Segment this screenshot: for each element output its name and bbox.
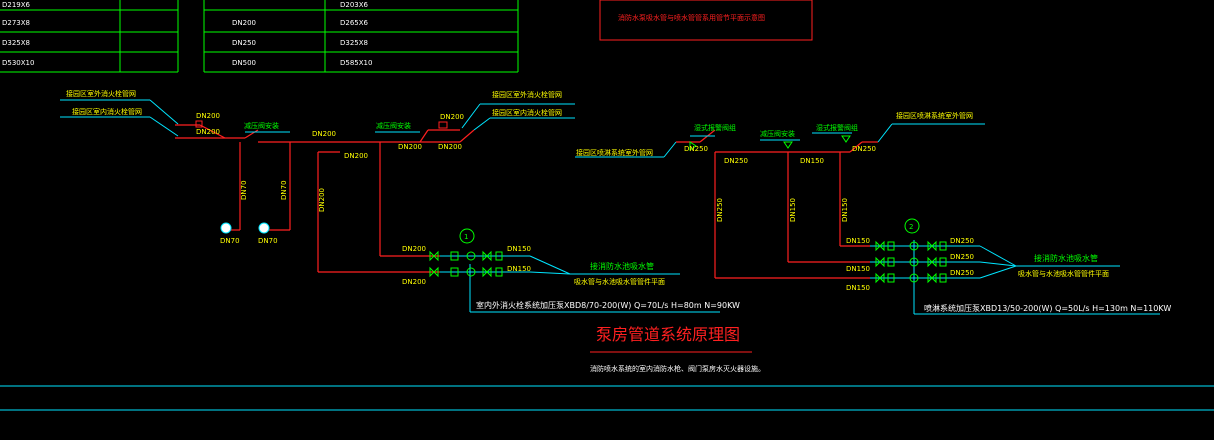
dn-label: DN200 — [438, 143, 462, 151]
table-cell: DN200 — [232, 19, 256, 27]
suction-label: 吸水管与水池吸水管管件平面 — [574, 277, 665, 286]
table-cell: D585X10 — [340, 59, 372, 67]
suction-label: 接消防水池吸水管 — [590, 261, 654, 271]
pump-1-number: 1 — [464, 233, 468, 241]
dn-label: DN200 — [196, 128, 220, 136]
dn-label-vertical: DN250 — [716, 198, 724, 222]
dn-label-vertical: DN70 — [240, 180, 248, 200]
table-cell: D530X10 — [2, 59, 34, 67]
pump-spec: 喷淋系统加压泵XBD13/50-200(W) Q=50L/s H=130m N=… — [924, 303, 1171, 313]
dn-label: DN250 — [950, 269, 974, 277]
diagram-title: 泵房管道系统原理图 — [596, 325, 740, 344]
ext-label: 接园区室外消火栓管网 — [492, 90, 562, 99]
dn-label: DN200 — [440, 113, 464, 121]
dn-label: DN150 — [507, 265, 531, 273]
left-pipes-cyan — [60, 99, 720, 313]
dn-label: DN150 — [846, 284, 870, 292]
dn-label: DN200 — [402, 245, 426, 253]
dn-label: DN250 — [950, 237, 974, 245]
table-cell: DN500 — [232, 59, 256, 67]
suction-label: 吸水管与水池吸水管管件平面 — [1018, 269, 1109, 278]
pump-2-tag — [904, 218, 920, 234]
table-cell: D325X8 — [2, 39, 30, 47]
pump-1-tag — [459, 228, 475, 244]
dn-label: DN200 — [402, 278, 426, 286]
note-box — [599, 0, 813, 41]
dn-label: DN250 — [852, 145, 876, 153]
device-label: 湿式报警阀组 — [816, 123, 858, 132]
dn-label-vertical: DN70 — [280, 180, 288, 200]
ext-label: 接园区喷淋系统室外管网 — [576, 148, 653, 157]
dn-label-vertical: DN200 — [318, 188, 326, 212]
left-gauges — [220, 222, 270, 234]
table-cell: DN250 — [232, 39, 256, 47]
dn-label: DN250 — [684, 145, 708, 153]
table-cell: D273X8 — [2, 19, 30, 27]
pump-2-number: 2 — [909, 223, 913, 231]
device-label: 减压阀安装 — [244, 121, 279, 130]
pipe-spec-table — [0, 0, 519, 73]
dn-label: DN200 — [312, 130, 336, 138]
ext-label: 接园区室外消火栓管网 — [66, 89, 136, 98]
table-cell: D203X6 — [340, 1, 369, 9]
right-valves — [689, 135, 947, 284]
dn-label: DN150 — [846, 265, 870, 273]
dn-label: DN200 — [344, 152, 368, 160]
note-box-text: 消防水泵吸水管与喷水管管系用管节平面示意图 — [618, 13, 765, 22]
footnote: 消防喷水系统的室内消防水枪、阀门泵房水灭火器设施。 — [590, 364, 765, 373]
pump-spec: 室内外消火栓系统加压泵XBD8/70-200(W) Q=70L/s H=80m … — [476, 300, 740, 310]
device-label: 湿式报警阀组 — [694, 123, 736, 132]
dn-label: DN150 — [507, 245, 531, 253]
dn-label-vertical: DN150 — [841, 198, 849, 222]
device-label: 减压阀安装 — [760, 129, 795, 138]
dn-label: DN70 — [220, 237, 240, 245]
dn-label: DN250 — [950, 253, 974, 261]
ext-label: 接园区室内消火栓管网 — [72, 107, 142, 116]
dn-label: DN150 — [800, 157, 824, 165]
table-cell: D219X6 — [2, 1, 31, 9]
dn-label: DN200 — [196, 112, 220, 120]
dn-label: DN200 — [398, 143, 422, 151]
right-pipes — [676, 129, 878, 279]
dn-label: DN250 — [724, 157, 748, 165]
dn-label: DN70 — [258, 237, 278, 245]
table-cell: D265X6 — [340, 19, 369, 27]
ext-label: 接园区室内消火栓管网 — [492, 108, 562, 117]
dn-label: DN150 — [846, 237, 870, 245]
suction-label: 接消防水池吸水管 — [1034, 253, 1098, 263]
device-label: 减压阀安装 — [376, 121, 411, 130]
left-valves — [195, 120, 503, 278]
ext-label: 接园区喷淋系统室外管网 — [896, 111, 973, 120]
dn-label-vertical: DN150 — [789, 198, 797, 222]
table-cell: D325X8 — [340, 39, 368, 47]
left-pipes — [175, 124, 475, 273]
